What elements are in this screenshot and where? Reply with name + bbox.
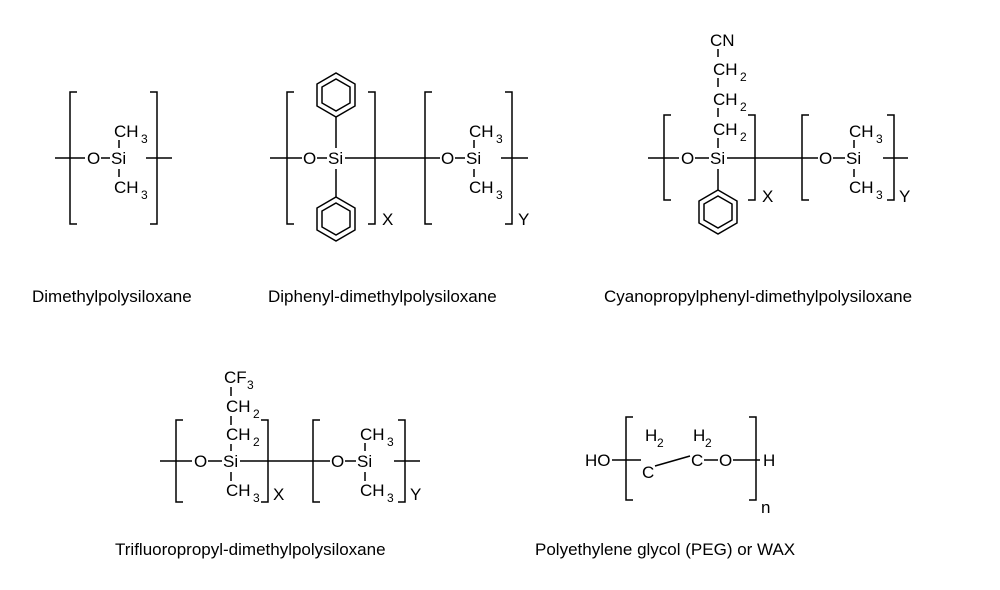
methyl-label: CH bbox=[226, 481, 251, 500]
methyl-subscript: 3 bbox=[876, 132, 883, 146]
structure-diphenyl-dimethylpolysiloxane: O Si X O Si CH 3 CH 3 Y bbox=[270, 72, 529, 242]
methyl-label: CH bbox=[114, 122, 139, 141]
methylene-label: CH bbox=[226, 397, 251, 416]
atom-oxygen: O bbox=[681, 149, 694, 168]
phenyl-ring bbox=[316, 196, 356, 242]
atom-oxygen: O bbox=[331, 452, 344, 471]
methyl-subscript: 3 bbox=[141, 132, 148, 146]
repeat-index-x: X bbox=[762, 187, 773, 206]
methyl-subscript: 3 bbox=[496, 132, 503, 146]
methyl-subscript: 3 bbox=[387, 491, 394, 505]
hydrogen-label: H bbox=[645, 426, 657, 445]
methylene-label: CH bbox=[713, 60, 738, 79]
bracket-left bbox=[424, 91, 432, 225]
methylene-label: CH bbox=[713, 90, 738, 109]
structure-dimethylpolysiloxane: O Si CH 3 CH 3 bbox=[55, 91, 172, 225]
methyl-label: CH bbox=[360, 481, 385, 500]
atom-silicon: Si bbox=[846, 149, 861, 168]
bracket-right bbox=[749, 416, 757, 501]
repeat-index-x: X bbox=[273, 485, 284, 504]
repeat-index-n: n bbox=[761, 498, 770, 517]
bracket-right bbox=[261, 419, 269, 503]
bracket-left bbox=[286, 91, 294, 225]
bracket-left bbox=[625, 416, 633, 501]
methylene-subscript: 2 bbox=[740, 70, 747, 84]
atom-silicon: Si bbox=[328, 149, 343, 168]
methylene-label: CH bbox=[713, 120, 738, 139]
atom-oxygen: O bbox=[303, 149, 316, 168]
methyl-subscript: 3 bbox=[496, 188, 503, 202]
methyl-subscript: 3 bbox=[253, 491, 260, 505]
methyl-label: CH bbox=[469, 122, 494, 141]
phenyl-ring bbox=[316, 72, 356, 118]
atom-oxygen: O bbox=[441, 149, 454, 168]
terminal-hydrogen: H bbox=[763, 451, 775, 470]
atom-silicon: Si bbox=[357, 452, 372, 471]
methyl-label: CH bbox=[469, 178, 494, 197]
methylene-label: CH bbox=[226, 425, 251, 444]
bracket-left bbox=[312, 419, 320, 503]
bond bbox=[654, 455, 691, 467]
methylene-subscript: 2 bbox=[740, 130, 747, 144]
hydrogen-subscript: 2 bbox=[705, 436, 712, 450]
methyl-subscript: 3 bbox=[876, 188, 883, 202]
hydrogen-subscript: 2 bbox=[657, 436, 664, 450]
repeat-index-y: Y bbox=[518, 210, 529, 229]
trifluoromethyl-label: CF bbox=[224, 368, 247, 387]
bracket-right bbox=[368, 91, 376, 225]
atom-silicon: Si bbox=[111, 149, 126, 168]
methylene-subscript: 2 bbox=[253, 407, 260, 421]
methyl-label: CH bbox=[849, 178, 874, 197]
atom-oxygen: O bbox=[819, 149, 832, 168]
structure-cyanopropylphenyl-dimethylpolysiloxane: CN CH 2 CH 2 CH 2 O Si X O Si CH 3 CH 3 bbox=[648, 31, 910, 235]
methyl-label: CH bbox=[360, 425, 385, 444]
caption-diphenyl-dimethylpolysiloxane: Diphenyl-dimethylpolysiloxane bbox=[268, 287, 497, 306]
atom-silicon: Si bbox=[223, 452, 238, 471]
caption-dimethylpolysiloxane: Dimethylpolysiloxane bbox=[32, 287, 192, 306]
structure-polyethylene-glycol: HO H 2 C H 2 C O H n bbox=[585, 416, 775, 517]
hydroxyl-label: HO bbox=[585, 451, 611, 470]
atom-carbon: C bbox=[691, 451, 703, 470]
methylene-subscript: 2 bbox=[253, 435, 260, 449]
methyl-subscript: 3 bbox=[387, 435, 394, 449]
methyl-subscript: 3 bbox=[141, 188, 148, 202]
repeat-index-y: Y bbox=[899, 187, 910, 206]
hydrogen-label: H bbox=[693, 426, 705, 445]
structure-trifluoropropyl-dimethylpolysiloxane: CF 3 CH 2 CH 2 O Si CH 3 X O Si CH 3 CH … bbox=[160, 368, 421, 505]
phenyl-ring bbox=[698, 189, 738, 235]
methyl-label: CH bbox=[849, 122, 874, 141]
repeat-index-x: X bbox=[382, 210, 393, 229]
methylene-subscript: 2 bbox=[740, 100, 747, 114]
bracket-right bbox=[748, 114, 756, 201]
bracket-left bbox=[663, 114, 671, 201]
bracket-left bbox=[801, 114, 809, 201]
atom-oxygen: O bbox=[87, 149, 100, 168]
atom-silicon: Si bbox=[466, 149, 481, 168]
atom-carbon: C bbox=[642, 463, 654, 482]
atom-oxygen: O bbox=[194, 452, 207, 471]
caption-polyethylene-glycol: Polyethylene glycol (PEG) or WAX bbox=[535, 540, 795, 559]
atom-oxygen: O bbox=[719, 451, 732, 470]
bracket-left bbox=[175, 419, 183, 503]
repeat-index-y: Y bbox=[410, 485, 421, 504]
caption-trifluoropropyl-dimethylpolysiloxane: Trifluoropropyl-dimethylpolysiloxane bbox=[115, 540, 386, 559]
cyano-label: CN bbox=[710, 31, 735, 50]
caption-cyanopropylphenyl-dimethylpolysiloxane: Cyanopropylphenyl-dimethylpolysiloxane bbox=[604, 287, 912, 306]
bracket-left bbox=[69, 91, 77, 225]
trifluoromethyl-subscript: 3 bbox=[247, 378, 254, 392]
atom-silicon: Si bbox=[710, 149, 725, 168]
methyl-label: CH bbox=[114, 178, 139, 197]
